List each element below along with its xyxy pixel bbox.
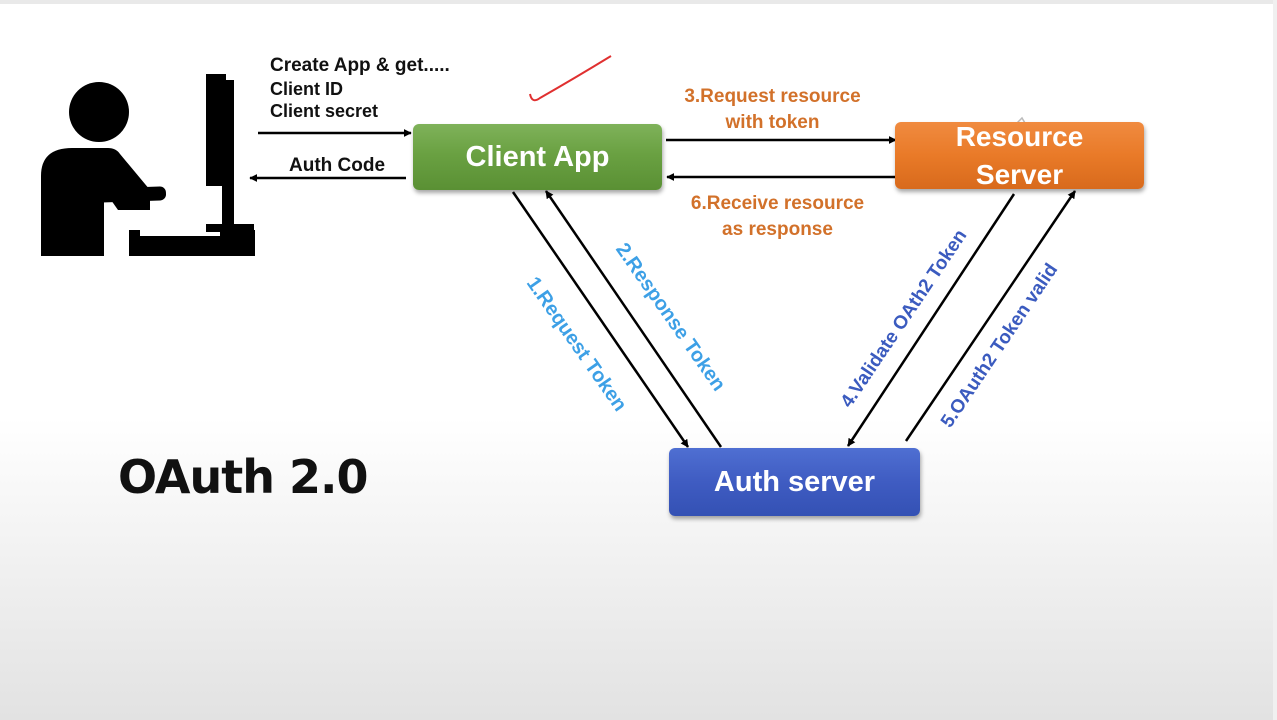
arrow-request-token xyxy=(511,191,690,448)
client-secret-label: Client secret xyxy=(270,101,379,121)
resource-server-label-line1: Resource xyxy=(955,120,1084,152)
auth-server-label: Auth server xyxy=(713,465,876,498)
create-app-label: Create App & get..... xyxy=(270,55,450,76)
person-at-computer-icon xyxy=(41,74,255,256)
step3-line2: with token xyxy=(725,112,820,133)
step6-label: 6.Receive resource as response xyxy=(665,191,890,243)
page-title: OAuth 2.0 xyxy=(118,450,368,504)
resource-server-node: Resource Server xyxy=(895,121,1144,190)
client-app-node: Client App xyxy=(413,124,662,190)
client-id-label: Client ID xyxy=(270,79,344,99)
step6-line2: as response xyxy=(722,219,833,240)
right-border xyxy=(1273,0,1277,720)
checkmark-annotation xyxy=(529,55,612,102)
client-app-label: Client App xyxy=(465,140,610,173)
step3-label: 3.Request resource with token xyxy=(660,84,885,136)
top-border xyxy=(0,0,1277,4)
auth-code-label: Auth Code xyxy=(289,155,386,176)
arrow-token-valid xyxy=(904,190,1077,442)
resource-server-label-line2: Server xyxy=(975,158,1064,190)
step6-line1: 6.Receive resource xyxy=(690,193,865,214)
arrow-validate-token xyxy=(846,193,1016,447)
auth-server-node: Auth server xyxy=(669,448,920,516)
arrow-response-token xyxy=(544,190,723,448)
step3-line1: 3.Request resource xyxy=(684,86,861,107)
